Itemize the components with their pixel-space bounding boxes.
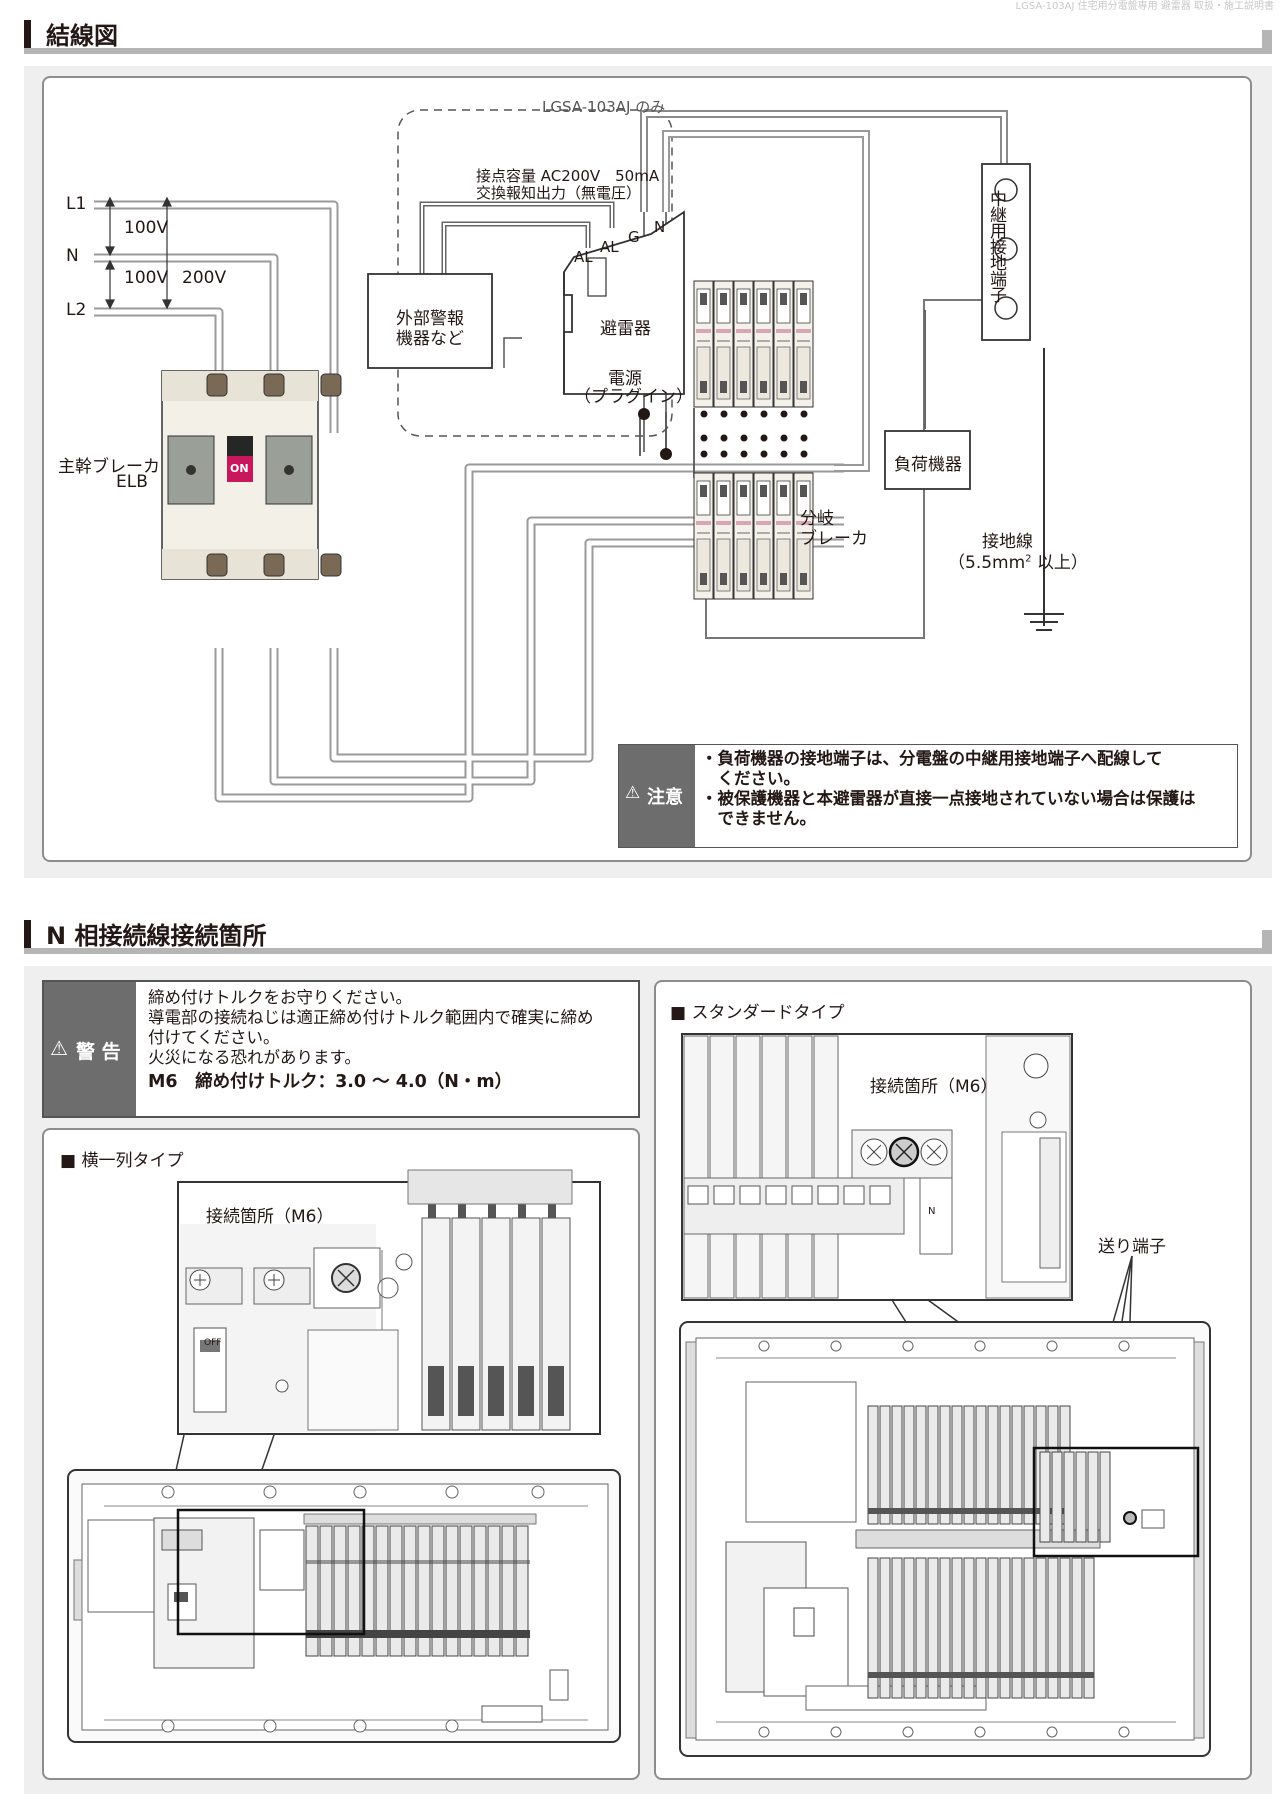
warning-box: ⚠ 警 告 締め付けトルクをお守りください。 導電部の接続ねじは適正締め付けトル… (42, 980, 640, 1118)
external-alarm-label-2: 機器など (396, 329, 464, 349)
g-terminal: G (628, 228, 640, 246)
warning-triangle-icon: ⚠ (625, 783, 641, 803)
relay-ground-terminal-label: 中継用接地端子 (986, 190, 1006, 302)
horizontal-type-panel: ■ 横一列タイプ (42, 1128, 640, 1780)
branch-breaker-label-2: ブレーカ (800, 529, 868, 549)
section-header-wiring: 結線図 (24, 14, 1272, 54)
lgsa-only-label: LGSA-103AJ のみ (542, 98, 666, 116)
section-title: 結線図 (46, 22, 118, 50)
caution-title: 注意 (647, 787, 683, 808)
warning-line-4: 火災になる恐れがあります。 (148, 1048, 361, 1067)
section-header-n-phase: N 相接続線接続箇所 (24, 914, 1272, 954)
branch-breakers-top (693, 280, 814, 408)
n-mark-label: N (928, 1206, 936, 1217)
standard-type-title: ■ スタンダードタイプ (670, 1003, 845, 1023)
warning-line-1: 締め付けトルクをお守りください。 (148, 988, 412, 1007)
send-terminal-label: 送り端子 (1098, 1237, 1166, 1257)
caution-head: ⚠ 注意 (619, 745, 695, 847)
arrester-label: 避雷器 (600, 319, 651, 339)
wiring-diagram-panel: LGSA-103AJ のみ 接点容量 AC200V 50mA 交換報知出力（無電… (42, 76, 1252, 862)
ground-spec-label: （5.5mm2 以上） (948, 553, 1088, 573)
voltage-100v-upper: 100V (124, 218, 169, 238)
contact-output-label: 交換報知出力（無電圧） (476, 184, 642, 202)
power-label-1: 電源 (608, 369, 642, 389)
elb-label: ELB (116, 472, 148, 492)
caution-line-1: ・負荷機器の接地端子は、分電盤の中継用接地端子へ配線して (701, 749, 1163, 768)
warning-triangle-icon: ⚠ (50, 1036, 68, 1060)
l1-label: L1 (66, 194, 87, 214)
warning-line-3: 付けてください。 (148, 1028, 280, 1047)
standard-type-illustration (679, 1033, 1211, 1757)
n-label: N (66, 246, 79, 266)
n-terminal: N (654, 218, 666, 236)
caution-line-3: ・被保護機器と本避雷器が直接一点接地されていない場合は保護は (701, 789, 1196, 808)
wiring-diagram (94, 109, 1064, 803)
standard-callout-label: 接続箇所（M6） (870, 1077, 998, 1097)
power-label-2: （プラグイン） (574, 387, 693, 407)
section-title: N 相接続線接続箇所 (46, 922, 267, 950)
header-faint-text: LGSA-103AJ 住宅用分電盤専用 避雷器 取扱・施工説明書 (1015, 1, 1275, 12)
contact-capacity-label: 接点容量 AC200V 50mA (476, 167, 660, 185)
caution-line-2: ください。 (701, 769, 801, 788)
torque-spec: M6 締め付けトルク：3.0 ～ 4.0（N・m） (148, 1072, 513, 1092)
caution-line-4: できません。 (701, 809, 817, 828)
l2-label: L2 (66, 300, 87, 320)
warning-head: ⚠ 警 告 (44, 982, 136, 1116)
al-terminal-2: AL (600, 238, 619, 256)
voltage-100v-lower: 100V (124, 268, 169, 288)
standard-type-panel: ■ スタンダードタイプ (654, 980, 1252, 1780)
branch-breaker-label-1: 分岐 (800, 509, 834, 529)
horizontal-callout-label: 接続箇所（M6） (206, 1207, 334, 1227)
al-terminal-1: AL (574, 248, 593, 266)
horizontal-type-title: ■ 横一列タイプ (60, 1151, 184, 1171)
ground-wire-label: 接地線 (982, 532, 1033, 552)
main-breaker-label: 主幹ブレーカ (58, 457, 160, 477)
on-label: ON (230, 462, 249, 475)
load-device-label: 負荷機器 (894, 455, 962, 475)
off-label: OFF (204, 1338, 222, 1348)
caution-box: ⚠ 注意 ・負荷機器の接地端子は、分電盤の中継用接地端子へ配線して ください。 … (618, 744, 1238, 848)
warning-line-2: 導電部の接続ねじは適正締め付けトルク範囲内で確実に締め (148, 1008, 594, 1027)
voltage-200v: 200V (182, 268, 227, 288)
branch-breakers-bottom (693, 472, 814, 600)
warning-title: 警 告 (76, 1041, 121, 1063)
horizontal-type-illustration (67, 1169, 621, 1743)
external-alarm-label-1: 外部警報 (396, 309, 464, 329)
